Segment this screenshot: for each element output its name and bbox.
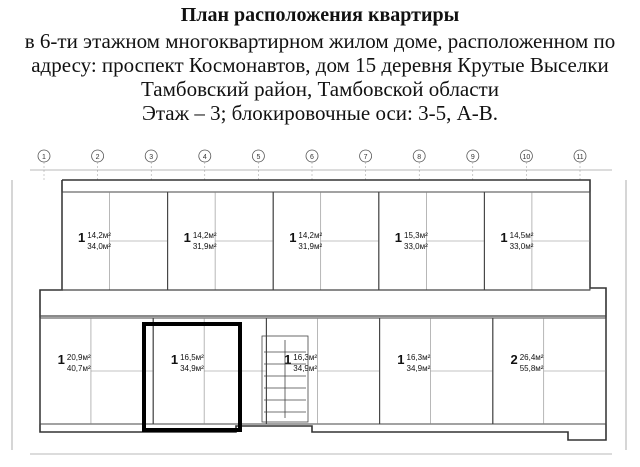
apartment-total-area: 34,9м²: [407, 364, 431, 373]
apartment-living-area: 20,9м²: [67, 353, 91, 362]
axis-label: 9: [471, 154, 475, 161]
axis-label: 8: [417, 154, 421, 161]
apartment-total-area: 34,9м²: [180, 364, 204, 373]
apartment-rooms-label: 1: [58, 352, 65, 367]
apartment-living-area: 14,2м²: [87, 231, 111, 240]
apartment-living-area: 16,3м²: [293, 353, 317, 362]
apartment-rooms-label: 1: [184, 230, 191, 245]
apartment-living-area: 14,2м²: [193, 231, 217, 240]
apartment-rooms-label: 1: [78, 230, 85, 245]
axis-label: 3: [149, 154, 153, 161]
stairwell: [261, 335, 309, 423]
apartment-total-area: 33,0м²: [404, 242, 428, 251]
axis-label: 1: [42, 154, 46, 161]
apartment-living-area: 16,5м²: [180, 353, 204, 362]
axis-label: 4: [203, 154, 207, 161]
apartment-living-area: 14,2м²: [298, 231, 322, 240]
apartment-rooms-label: 1: [395, 230, 402, 245]
axis-label: 2: [96, 154, 100, 161]
header-line-3: Тамбовский район, Тамбовской области: [141, 77, 499, 101]
axis-label: 10: [523, 154, 531, 161]
axis-label: 5: [256, 154, 260, 161]
apartment-total-area: 40,7м²: [67, 364, 91, 373]
header-line-1: в 6-ти этажном многоквартирном жилом дом…: [24, 29, 616, 53]
apartment-rooms-label: 1: [289, 230, 296, 245]
axis-label: 11: [576, 154, 583, 161]
axis-label: 6: [310, 154, 314, 161]
apartment-rooms-label: 1: [284, 352, 291, 367]
axis-label: 7: [364, 154, 368, 161]
apartment-total-area: 31,9м²: [193, 242, 217, 251]
axis-markers: 1 2 3 4 5 6 7 8 9 10 11: [37, 149, 587, 180]
header-line-2: адресу: проспект Космонавтов, дом 15 дер…: [31, 53, 609, 77]
building-outline: [39, 179, 607, 441]
apartment-rooms-label: 1: [397, 352, 404, 367]
apartment-living-area: 15,3м²: [404, 231, 428, 240]
dimension-lines: [11, 169, 627, 455]
apartment-total-area: 34,0м²: [87, 242, 111, 251]
highlighted-apartment: [142, 322, 242, 432]
apartment-living-area: 16,3м²: [407, 353, 431, 362]
apartment-total-area: 34,9м²: [293, 364, 317, 373]
apartment-total-area: 55,8м²: [520, 364, 544, 373]
apartment-total-area: 33,0м²: [510, 242, 534, 251]
apartment-rooms-label: 1: [500, 230, 507, 245]
corridor: [40, 289, 606, 317]
document-header: План расположения квартиры в 6-ти этажно…: [0, 0, 640, 128]
apartment-living-area: 26,4м²: [520, 353, 544, 362]
apartment-rooms-label: 2: [510, 352, 517, 367]
header-line-4: Этаж – 3; блокировочные оси: 3-5, А-В.: [141, 101, 499, 125]
document-title: План расположения квартиры: [180, 4, 460, 26]
apartment-total-area: 31,9м²: [298, 242, 322, 251]
apartment-rooms-label: 1: [171, 352, 178, 367]
apartment-living-area: 14,5м²: [510, 231, 534, 240]
